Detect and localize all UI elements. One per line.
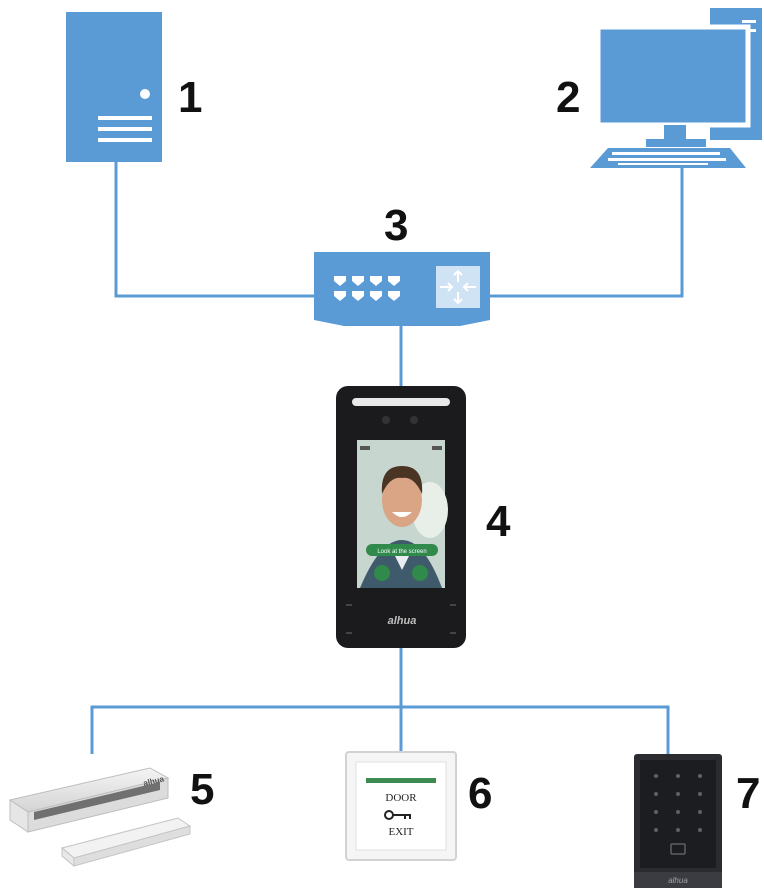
exit-button-icon: DOOR EXIT xyxy=(345,751,457,861)
callout-6: 6 xyxy=(468,769,493,818)
screen-banner xyxy=(366,544,438,556)
callout-2: 2 xyxy=(556,73,581,122)
key-icon xyxy=(384,810,411,820)
lock-strip xyxy=(34,782,160,820)
link-pc-switch xyxy=(490,165,684,298)
card-symbol-icon xyxy=(670,843,686,855)
server-tower-icon xyxy=(66,12,162,162)
terminal-brand-logo: alhua xyxy=(388,615,417,627)
callout-1: 1 xyxy=(178,73,203,122)
screen-icon-left xyxy=(374,565,390,581)
face-recognition-terminal-icon: Look at the screen alhua xyxy=(336,386,466,648)
callout-3: 3 xyxy=(384,201,409,250)
screen-banner-text: Look at the screen xyxy=(377,549,426,555)
screen-icon-right xyxy=(412,565,428,581)
exit-button-bottom-text: EXIT xyxy=(388,826,413,838)
desktop-computer-icon xyxy=(590,8,762,168)
power-led xyxy=(140,89,150,99)
card-reader-keypad-icon: alhua xyxy=(634,754,722,888)
reader-brand-logo: alhua xyxy=(668,876,688,885)
link-bus-horizontal xyxy=(90,705,670,754)
exit-button-green-bar xyxy=(366,778,436,783)
callout-5: 5 xyxy=(190,765,215,814)
switch-arrows-icon xyxy=(440,269,476,305)
network-switch-icon xyxy=(314,252,490,326)
callout-7: 7 xyxy=(736,769,761,818)
switch-ports xyxy=(334,276,400,301)
keypad-keys xyxy=(654,774,702,832)
exit-button-top-text: DOOR xyxy=(385,792,417,804)
callout-4: 4 xyxy=(486,497,511,546)
camera-lens xyxy=(382,416,390,424)
link-server-switch xyxy=(114,162,314,298)
face-photo xyxy=(357,440,448,588)
connection-lines xyxy=(90,162,684,754)
electromagnetic-lock-icon: alhua xyxy=(8,767,192,868)
light-bar xyxy=(352,398,450,406)
